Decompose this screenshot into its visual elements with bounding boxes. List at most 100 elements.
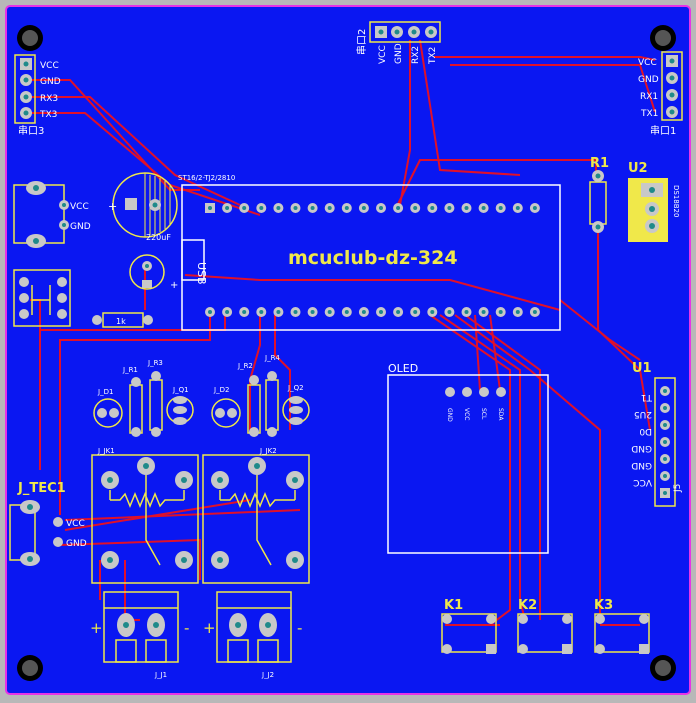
pad-hole <box>293 310 298 314</box>
terminal-block-2: + - <box>203 591 302 663</box>
mcu-strip-label: ST16/2-TJ2/2810 <box>178 174 235 182</box>
pad-hole <box>498 310 503 314</box>
u1-pin-6: VCC <box>633 477 652 487</box>
power-pin-gnd: GND <box>70 222 91 232</box>
board-title: mcuclub-dz-324 <box>288 247 458 269</box>
terminal-block-1: + - <box>90 591 189 663</box>
pad-hole <box>396 206 401 210</box>
oled-pin-3: SCL <box>480 408 487 420</box>
svg-text:-: - <box>297 619 302 637</box>
pad-hole <box>515 310 520 314</box>
u1-pin-7: J5 <box>673 484 683 493</box>
svg-text:+: + <box>203 619 216 637</box>
pad-hole <box>379 206 383 210</box>
key-k2 <box>517 613 573 654</box>
u1-header <box>654 377 676 507</box>
top-port-pin-4: TX2 <box>428 47 438 65</box>
top-port-pin-3: RX2 <box>411 46 421 64</box>
svg-text:-: - <box>184 619 189 637</box>
power-pin-vcc: VCC <box>70 202 89 212</box>
pad-hole <box>242 206 247 210</box>
pad-hole <box>663 440 667 444</box>
pad-hole <box>413 310 418 314</box>
terminal-2-label: J_J2 <box>261 671 274 679</box>
tec-pin-vcc: VCC <box>66 519 85 529</box>
u1-pin-2: 2U5 <box>634 409 652 419</box>
left-port-pin-2: GND <box>40 77 61 87</box>
terminal-1-label: J_J1 <box>154 671 167 679</box>
left-port-pin-3: RX3 <box>40 94 58 104</box>
r1-label: R1 <box>590 156 609 171</box>
u1-pin-3: D0 <box>639 426 652 436</box>
oled-pin-2: VCC <box>463 408 470 420</box>
pad-hole <box>396 310 401 314</box>
pad-hole <box>276 206 281 210</box>
pad-hole <box>276 310 281 314</box>
pad-hole <box>481 206 486 210</box>
pad-hole <box>225 310 230 314</box>
pad-hole <box>464 206 469 210</box>
right-serial-header <box>661 51 683 121</box>
pad-hole <box>327 206 332 210</box>
resistor-1k-value: 1k <box>116 317 126 326</box>
relay-1 <box>91 454 199 584</box>
r3-small-label: J_R3 <box>147 359 163 367</box>
u2-label: U2 <box>628 161 648 176</box>
right-port-name: 串口1 <box>650 125 676 137</box>
tec-pin-gnd: GND <box>66 539 87 549</box>
driver-right-group <box>211 371 310 437</box>
pad-hole <box>344 310 349 314</box>
r1-small-label: J_R1 <box>122 366 138 374</box>
pad-hole <box>430 310 435 314</box>
pad-hole <box>310 310 315 314</box>
d2-label: J_D2 <box>213 386 229 394</box>
pad-hole <box>663 457 667 461</box>
pad-hole <box>344 206 349 210</box>
pad-hole <box>361 310 366 314</box>
relay-1-label: J_JK1 <box>97 447 115 455</box>
key-k1-label: K1 <box>444 598 463 613</box>
pad-hole <box>481 310 486 314</box>
pad-hole <box>515 206 520 210</box>
pad-hole <box>327 310 332 314</box>
svg-text:+: + <box>170 280 178 291</box>
key-k1 <box>441 613 497 654</box>
pad-hole <box>293 206 298 210</box>
top-port-name: 串口2 <box>356 29 368 55</box>
driver-left-group <box>93 371 194 437</box>
d1-label: J_D1 <box>97 388 113 396</box>
relay-2-label: J_JK2 <box>259 447 277 455</box>
key-k2-label: K2 <box>518 598 537 613</box>
relay-2 <box>202 454 310 584</box>
pad-hole <box>379 310 383 314</box>
pad-hole <box>663 491 667 495</box>
svg-text:+: + <box>108 200 117 213</box>
power-switch <box>13 269 71 327</box>
left-port-pin-4: TX3 <box>39 110 57 120</box>
pad-hole <box>532 206 537 210</box>
pad-hole <box>447 310 452 314</box>
right-port-pin-3: RX1 <box>640 92 658 102</box>
u1-pin-5: GND <box>631 460 652 470</box>
left-port-pin-1: VCC <box>40 61 59 71</box>
r2-small-label: J_R2 <box>237 362 253 370</box>
pad-hole <box>242 310 247 314</box>
board-outline <box>5 5 691 695</box>
pad-hole <box>663 389 667 393</box>
top-port-pin-2: GND <box>394 43 404 64</box>
q1-label: J_Q1 <box>172 386 189 394</box>
pad-hole <box>361 206 366 210</box>
right-port-pin-2: GND <box>638 75 659 85</box>
pad-hole <box>532 310 537 314</box>
tec-connector <box>9 500 63 566</box>
top-serial-header <box>369 21 441 43</box>
pad-hole <box>430 206 435 210</box>
pad-hole <box>447 206 452 210</box>
oled-pin-4: SDA <box>497 408 504 421</box>
electrolytic-capacitor: + <box>108 172 178 238</box>
u1-pin-1: T1 <box>641 392 653 402</box>
power-input-connector <box>13 181 69 248</box>
q2-label: J_Q2 <box>287 384 304 392</box>
pad-hole <box>310 206 315 210</box>
oled-footprint <box>387 374 549 554</box>
